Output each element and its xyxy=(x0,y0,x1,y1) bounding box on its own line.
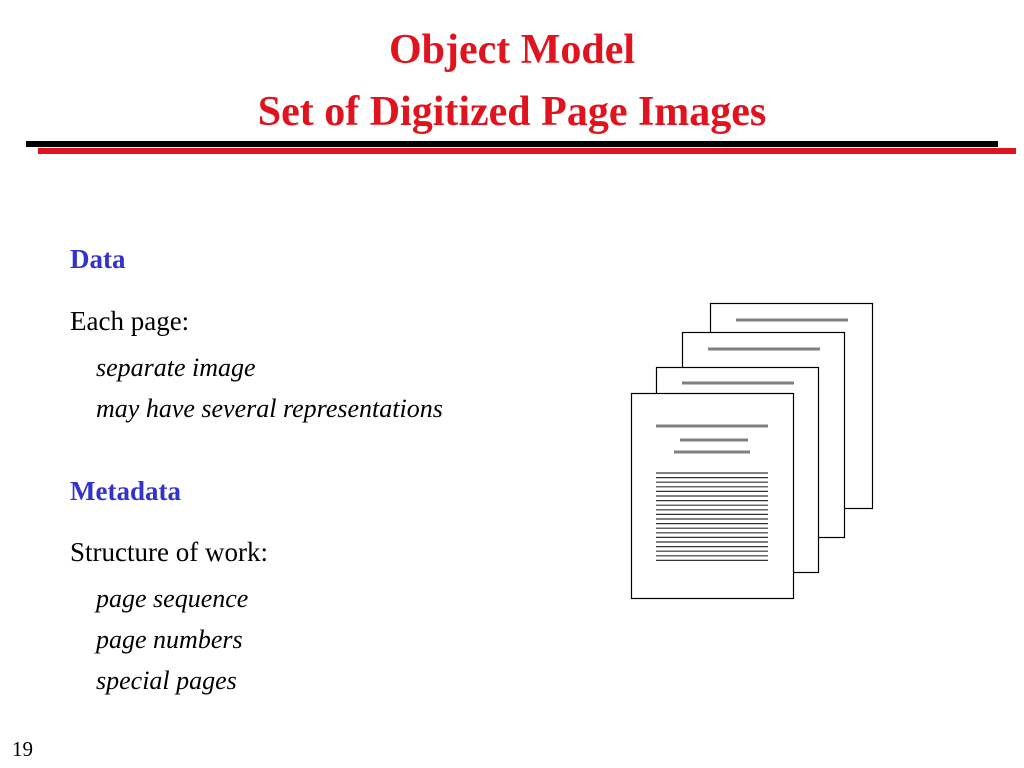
slide-number: 19 xyxy=(12,737,33,761)
page-image-1 xyxy=(630,392,795,600)
data-heading: Data xyxy=(70,244,126,274)
data-item: separate image xyxy=(96,353,256,382)
metadata-label: Structure of work: xyxy=(70,537,268,567)
metadata-item: special pages xyxy=(96,666,237,695)
page-text-lines xyxy=(656,472,768,561)
metadata-heading: Metadata xyxy=(70,476,181,506)
slide-title-line1: Object Model xyxy=(388,27,636,73)
metadata-item: page sequence xyxy=(96,584,249,613)
title-rule-red xyxy=(38,148,1016,154)
title-rule-black xyxy=(26,141,998,147)
stacked-pages-icon xyxy=(630,302,874,600)
metadata-item: page numbers xyxy=(96,625,243,654)
slide-title-line2: Set of Digitized Page Images xyxy=(257,89,767,135)
data-item: may have several representations xyxy=(96,394,443,423)
data-label: Each page: xyxy=(70,306,190,336)
